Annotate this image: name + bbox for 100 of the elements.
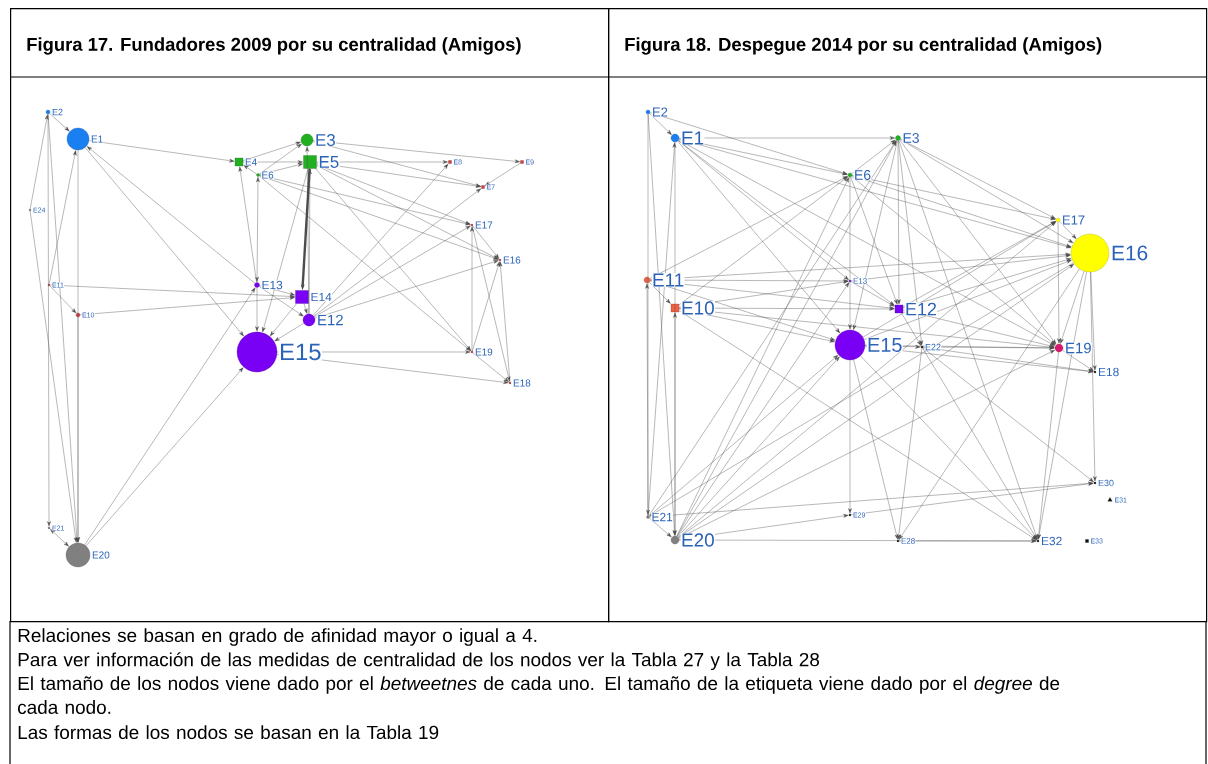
arrow	[922, 346, 1055, 350]
arrow	[678, 138, 848, 176]
node-label: E13	[261, 280, 284, 290]
arrow	[303, 303, 308, 314]
network-node	[670, 133, 680, 143]
caption-line: Para ver información de las medidas de centralidad de los nodos ver la Tabla 27 y la Tabla 28	[18, 652, 820, 671]
arrow	[902, 221, 1056, 307]
node-label: E19	[1064, 342, 1092, 354]
arrow	[673, 141, 677, 536]
node-label: E15	[866, 337, 903, 353]
node-label: E32	[1040, 536, 1063, 546]
network-node	[643, 276, 651, 284]
network-node	[508, 381, 512, 385]
node-label: E11	[651, 273, 685, 287]
network-node	[920, 345, 924, 349]
arrow	[274, 323, 304, 342]
arrow	[850, 176, 898, 305]
arrow	[312, 163, 449, 316]
arrow	[312, 140, 520, 164]
network-node	[302, 313, 316, 327]
arrow	[472, 261, 500, 352]
node-label: E15	[278, 343, 322, 361]
arrow	[678, 310, 1037, 541]
arrow	[485, 162, 521, 186]
arrow	[85, 367, 244, 547]
arrow	[305, 146, 310, 315]
network-node	[295, 290, 309, 304]
network-node	[66, 127, 90, 151]
arrow	[259, 175, 471, 352]
arrow	[1062, 350, 1094, 372]
arrow	[49, 150, 77, 285]
node-label: E10	[680, 301, 715, 315]
node-label: E14	[310, 292, 333, 302]
network-node	[520, 160, 524, 164]
network-node	[645, 109, 651, 115]
arrow	[850, 482, 1094, 516]
network-node	[256, 173, 260, 177]
arrow	[29, 210, 78, 543]
arrow	[678, 176, 848, 306]
arrow	[85, 147, 244, 337]
arrow	[900, 139, 1074, 244]
arrow	[242, 160, 303, 164]
arrow	[676, 177, 849, 537]
node-label: E2	[651, 107, 669, 117]
arrow	[678, 308, 1055, 349]
network-node	[1085, 539, 1089, 543]
arrow	[853, 359, 899, 540]
arrow	[315, 168, 472, 351]
arrow	[646, 113, 650, 515]
arrow	[897, 347, 923, 540]
arrow	[649, 112, 848, 175]
arrow	[312, 141, 481, 187]
network-node	[45, 109, 51, 115]
arrow	[259, 143, 302, 175]
node-label: E17	[474, 221, 494, 229]
arrow	[852, 140, 898, 330]
network-node	[300, 133, 314, 147]
arrow	[472, 352, 509, 383]
arrow	[848, 359, 852, 514]
node-label: E12	[904, 302, 938, 316]
node-label: E6	[853, 169, 872, 181]
arrow	[1060, 271, 1085, 344]
network-node	[894, 304, 904, 314]
arrow	[649, 517, 672, 538]
network-node	[498, 258, 502, 262]
arrow	[848, 176, 852, 330]
arrow	[649, 280, 836, 341]
network-node	[65, 542, 91, 568]
node-label: E1	[680, 131, 705, 145]
arrow	[899, 139, 1057, 345]
arrow	[677, 140, 841, 334]
network-node	[234, 157, 244, 167]
arrow	[316, 162, 481, 188]
arrow	[1057, 221, 1061, 344]
arrow	[1059, 221, 1077, 239]
arrow	[49, 113, 70, 132]
arrow	[898, 539, 1037, 543]
arrow	[649, 252, 1071, 280]
arrow	[269, 303, 297, 337]
arrow	[50, 529, 69, 547]
arrow	[79, 296, 295, 316]
node-label: E18	[1097, 367, 1120, 377]
node-label: E18	[512, 379, 532, 387]
node-label: E5	[318, 155, 340, 169]
arrow	[243, 165, 257, 175]
arrow	[30, 114, 49, 210]
arrow	[851, 176, 1056, 346]
node-label: E16	[502, 256, 522, 264]
arrow	[472, 225, 500, 259]
arrow	[851, 175, 1072, 248]
arrow	[316, 164, 471, 225]
caption-line: Las formas de los nodos se basan en la Tabla 19	[18, 725, 439, 740]
node-label: E6	[261, 171, 274, 179]
network-node	[448, 160, 452, 164]
arrow	[255, 177, 260, 282]
arrow	[860, 355, 1037, 540]
arrow	[313, 188, 482, 317]
arrow	[898, 140, 924, 346]
arrow	[76, 149, 80, 543]
arrow	[902, 309, 1055, 348]
